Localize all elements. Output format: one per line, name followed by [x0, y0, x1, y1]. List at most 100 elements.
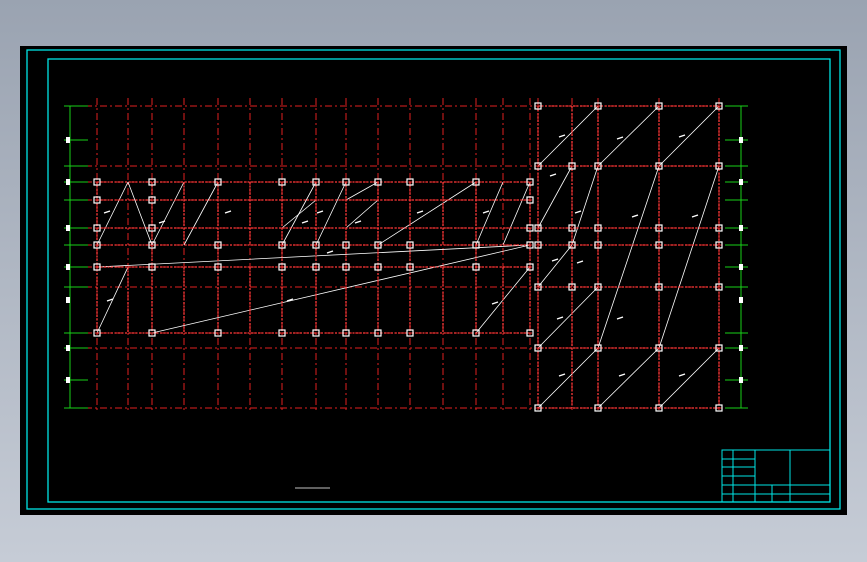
- slab-diagonal: [597, 165, 660, 349]
- slab-label-mark: [326, 250, 334, 254]
- column: [342, 241, 350, 249]
- drawing-frame: [26, 49, 841, 510]
- dimension-text-mark: [739, 225, 743, 231]
- slab-label-mark: [224, 210, 232, 214]
- column: [214, 329, 222, 337]
- column: [472, 263, 480, 271]
- column: [342, 263, 350, 271]
- column: [534, 283, 542, 291]
- slab-diagonal: [315, 181, 347, 246]
- column: [526, 224, 534, 232]
- column: [312, 241, 320, 249]
- title-block: [721, 449, 831, 503]
- column: [594, 241, 602, 249]
- column: [568, 241, 576, 249]
- slab-diagonal: [537, 286, 599, 349]
- slab-label-mark: [616, 136, 624, 140]
- slab-diagonal: [345, 199, 379, 229]
- slab-diagonal: [475, 181, 504, 246]
- column: [406, 263, 414, 271]
- column: [472, 241, 480, 249]
- slab-diagonal: [597, 105, 660, 167]
- column: [526, 329, 534, 337]
- column: [93, 178, 101, 186]
- slab-diagonal: [151, 181, 185, 246]
- column: [374, 263, 382, 271]
- slab-diagonal: [502, 181, 531, 246]
- slab-label-mark: [103, 210, 111, 214]
- slab-diagonal: [151, 244, 531, 334]
- column: [148, 329, 156, 337]
- slab-label-mark: [354, 220, 362, 224]
- column: [148, 196, 156, 204]
- column: [568, 162, 576, 170]
- column: [406, 241, 414, 249]
- column: [715, 162, 723, 170]
- column: [594, 224, 602, 232]
- column: [655, 241, 663, 249]
- slab-diagonal: [96, 244, 531, 268]
- dimension-text-mark: [66, 297, 70, 303]
- dimension-text-mark: [66, 377, 70, 383]
- slab-diagonal: [96, 181, 129, 246]
- column: [655, 404, 663, 412]
- column: [278, 263, 286, 271]
- dimension-text-mark: [66, 225, 70, 231]
- column: [472, 178, 480, 186]
- slab-label-mark: [416, 210, 424, 214]
- column: [715, 283, 723, 291]
- column: [148, 178, 156, 186]
- column: [374, 241, 382, 249]
- slab-diagonal: [658, 347, 720, 409]
- slab-diagonal: [658, 105, 720, 167]
- slab-diagonal: [658, 165, 720, 349]
- column: [312, 329, 320, 337]
- drawing-canvas[interactable]: [20, 46, 847, 515]
- slab-diagonal: [537, 347, 599, 409]
- slab-labels: [103, 134, 699, 377]
- slab-diagonal: [597, 347, 660, 409]
- inner-border: [47, 58, 831, 503]
- dimension-text-mark: [739, 345, 743, 351]
- slab-diagonal: [537, 165, 573, 229]
- slab-label-mark: [576, 260, 584, 264]
- dimension-text-mark: [66, 137, 70, 143]
- slab-label-mark: [549, 173, 557, 177]
- slab-label-mark: [691, 214, 699, 218]
- slab-diagonal: [281, 199, 317, 229]
- column: [534, 102, 542, 110]
- column: [526, 178, 534, 186]
- column: [214, 241, 222, 249]
- column: [342, 178, 350, 186]
- column: [655, 224, 663, 232]
- column-markers: [93, 102, 723, 412]
- column: [568, 283, 576, 291]
- slab-label-mark: [558, 373, 566, 377]
- column: [594, 102, 602, 110]
- column: [93, 224, 101, 232]
- slab-label-mark: [616, 316, 624, 320]
- column: [312, 263, 320, 271]
- slab-label-mark: [556, 316, 564, 320]
- column: [715, 404, 723, 412]
- slab-label-mark: [491, 301, 499, 305]
- slab-label-mark: [678, 373, 686, 377]
- column: [594, 162, 602, 170]
- slab-diagonal: [377, 181, 477, 246]
- dimension-lines: [64, 105, 748, 409]
- slab-diagonal: [345, 181, 379, 201]
- column: [655, 102, 663, 110]
- column: [715, 102, 723, 110]
- column: [148, 263, 156, 271]
- slab-label-mark: [286, 298, 294, 302]
- column: [93, 329, 101, 337]
- column: [534, 344, 542, 352]
- column: [655, 283, 663, 291]
- dimension-text-mark: [739, 179, 743, 185]
- slab-diagonal: [537, 105, 599, 167]
- column: [148, 241, 156, 249]
- column: [534, 404, 542, 412]
- column: [715, 241, 723, 249]
- slab-label-mark: [631, 214, 639, 218]
